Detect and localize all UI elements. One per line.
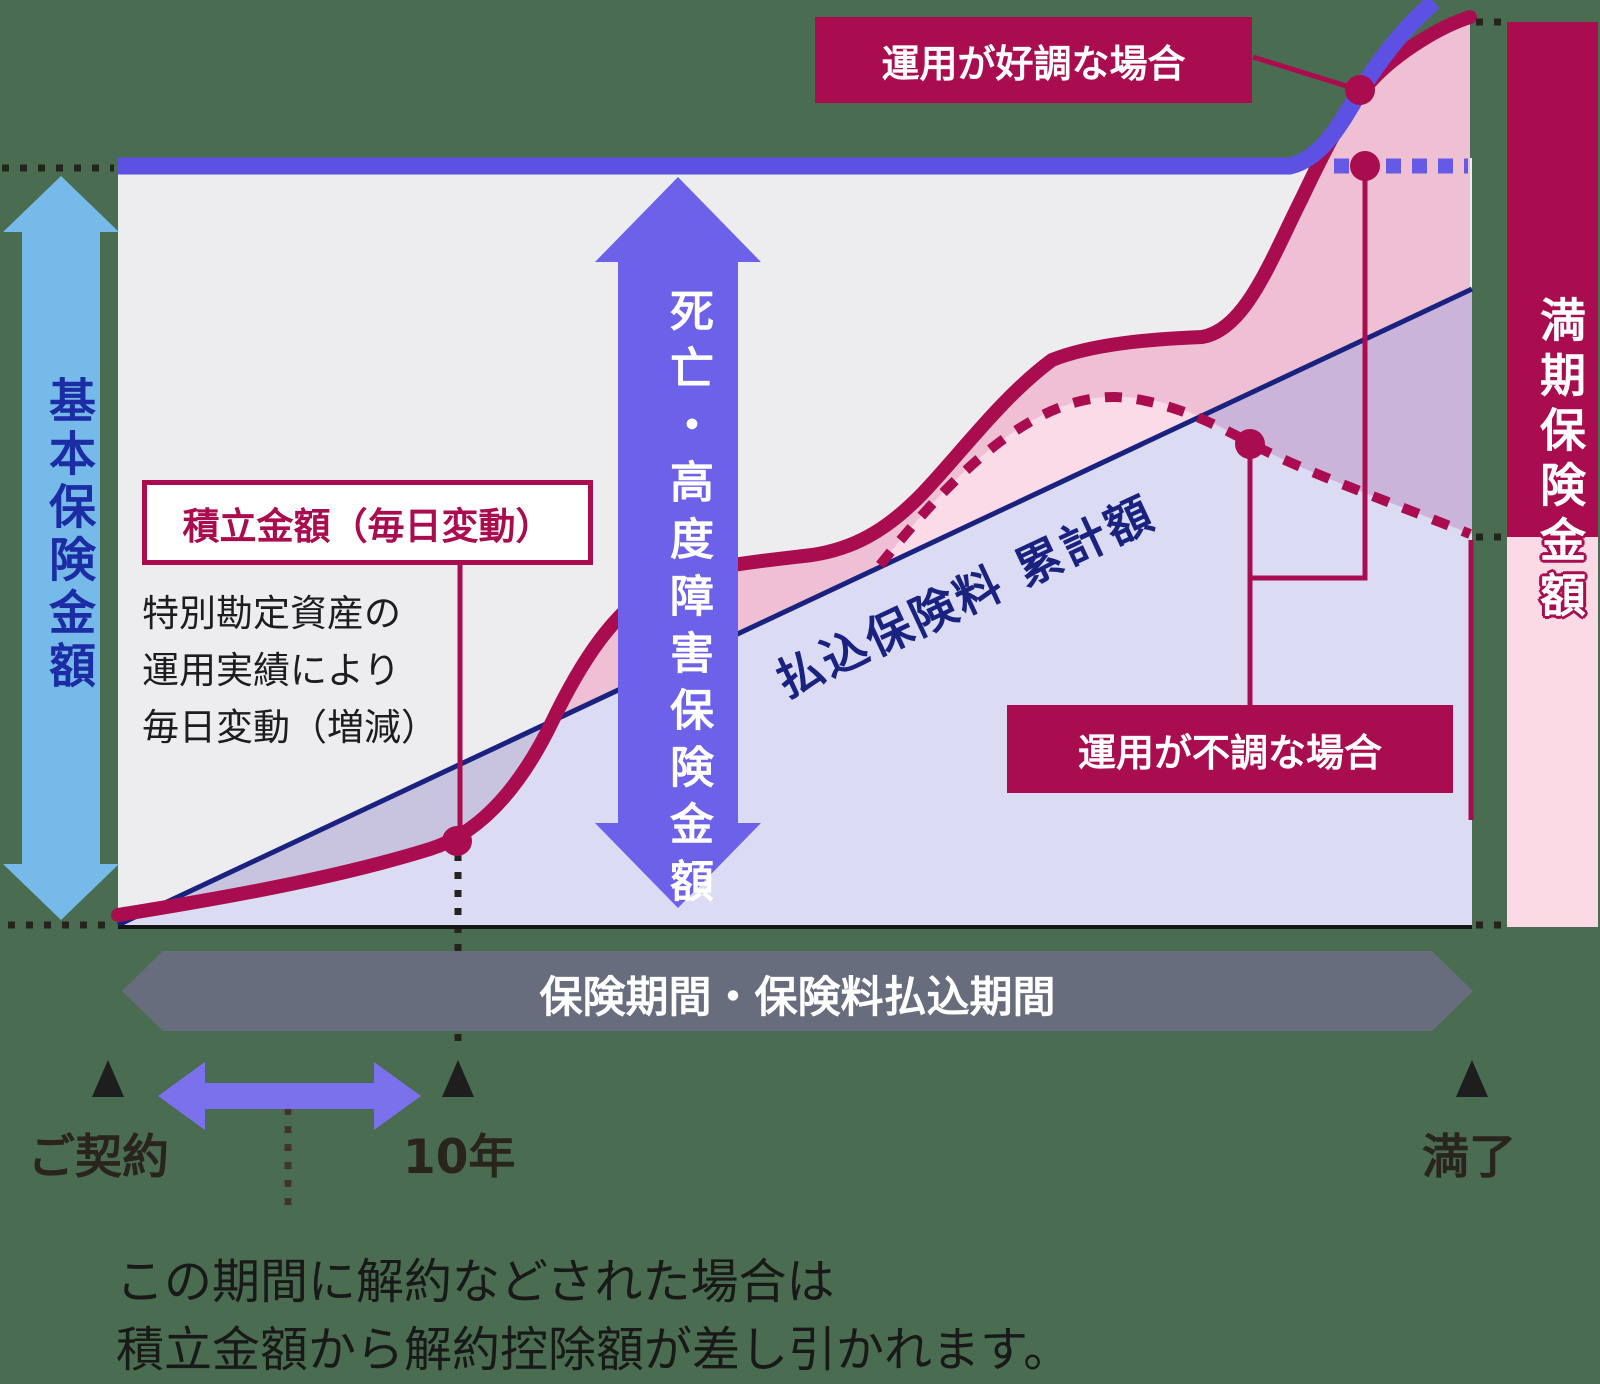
surrender-footnote-line2: 積立金額から解約控除額が差し引かれます。: [116, 1322, 1072, 1378]
accumulation-note-line1: 特別勘定資産の: [142, 592, 401, 635]
surrender-footnote-line1: この期間に解約などされた場合は: [116, 1254, 835, 1310]
basic-amount-label: 基本保険金額: [40, 376, 95, 694]
timeline-start-label: ご契約: [28, 1130, 169, 1185]
accumulation-note: 特別勘定資産の 運用実績により 毎日変動（増減）: [142, 585, 438, 756]
death-benefit-double-arrow-icon: [595, 177, 761, 908]
maturity-amount-box: [1507, 22, 1598, 537]
account-value-curve-bad-dotted: [876, 391, 1472, 569]
accumulation-note-line3: 毎日変動（増減）: [142, 706, 438, 749]
timeline-end-label: 満了: [1422, 1130, 1516, 1185]
timeline-ten-year-label: 10年: [403, 1130, 516, 1185]
maturity-amount-pink-box: [1507, 537, 1598, 927]
accumulation-note-line2: 運用実績により: [142, 649, 401, 692]
account-value-curve-good: [111, 10, 1477, 922]
death-benefit-label: 死亡・高度障害保険金額: [662, 288, 713, 915]
bad-case-below-premium-fill: [1200, 289, 1472, 534]
bad-performance-box: 運用が不調な場合: [1007, 705, 1453, 793]
bad-performance-label: 運用が不調な場合: [1077, 730, 1382, 775]
end-triangle-icon: [1456, 1060, 1488, 1097]
curve-marker-dots: [442, 75, 1380, 856]
surrender-footnote: この期間に解約などされた場合は 積立金額から解約控除額が差し引かれます。: [116, 1248, 1071, 1384]
accumulation-amount-box: 積立金額（毎日変動）: [142, 480, 593, 565]
good-performance-label: 運用が好調な場合: [881, 41, 1186, 86]
ten-year-triangle-icon: [442, 1060, 474, 1097]
maturity-amount-label: 満期保険金額: [1533, 296, 1587, 626]
start-triangle-icon: [92, 1060, 124, 1097]
good-performance-box: 運用が好調な場合: [815, 17, 1252, 103]
timeline-marker-triangles: [92, 1060, 1488, 1097]
period-band-label: 保険期間・保険料払込期間: [539, 973, 1056, 1023]
accumulation-amount-box-label: 積立金額（毎日変動）: [182, 504, 553, 548]
basic-amount-double-arrow-icon: [3, 176, 119, 920]
ten-year-double-arrow-icon: [158, 1062, 421, 1130]
bad-case-gain-fill: [880, 396, 1200, 567]
premium-line: [116, 286, 1474, 928]
period-band: [122, 951, 1473, 1031]
crimson-connector-lines: [457, 54, 1474, 838]
